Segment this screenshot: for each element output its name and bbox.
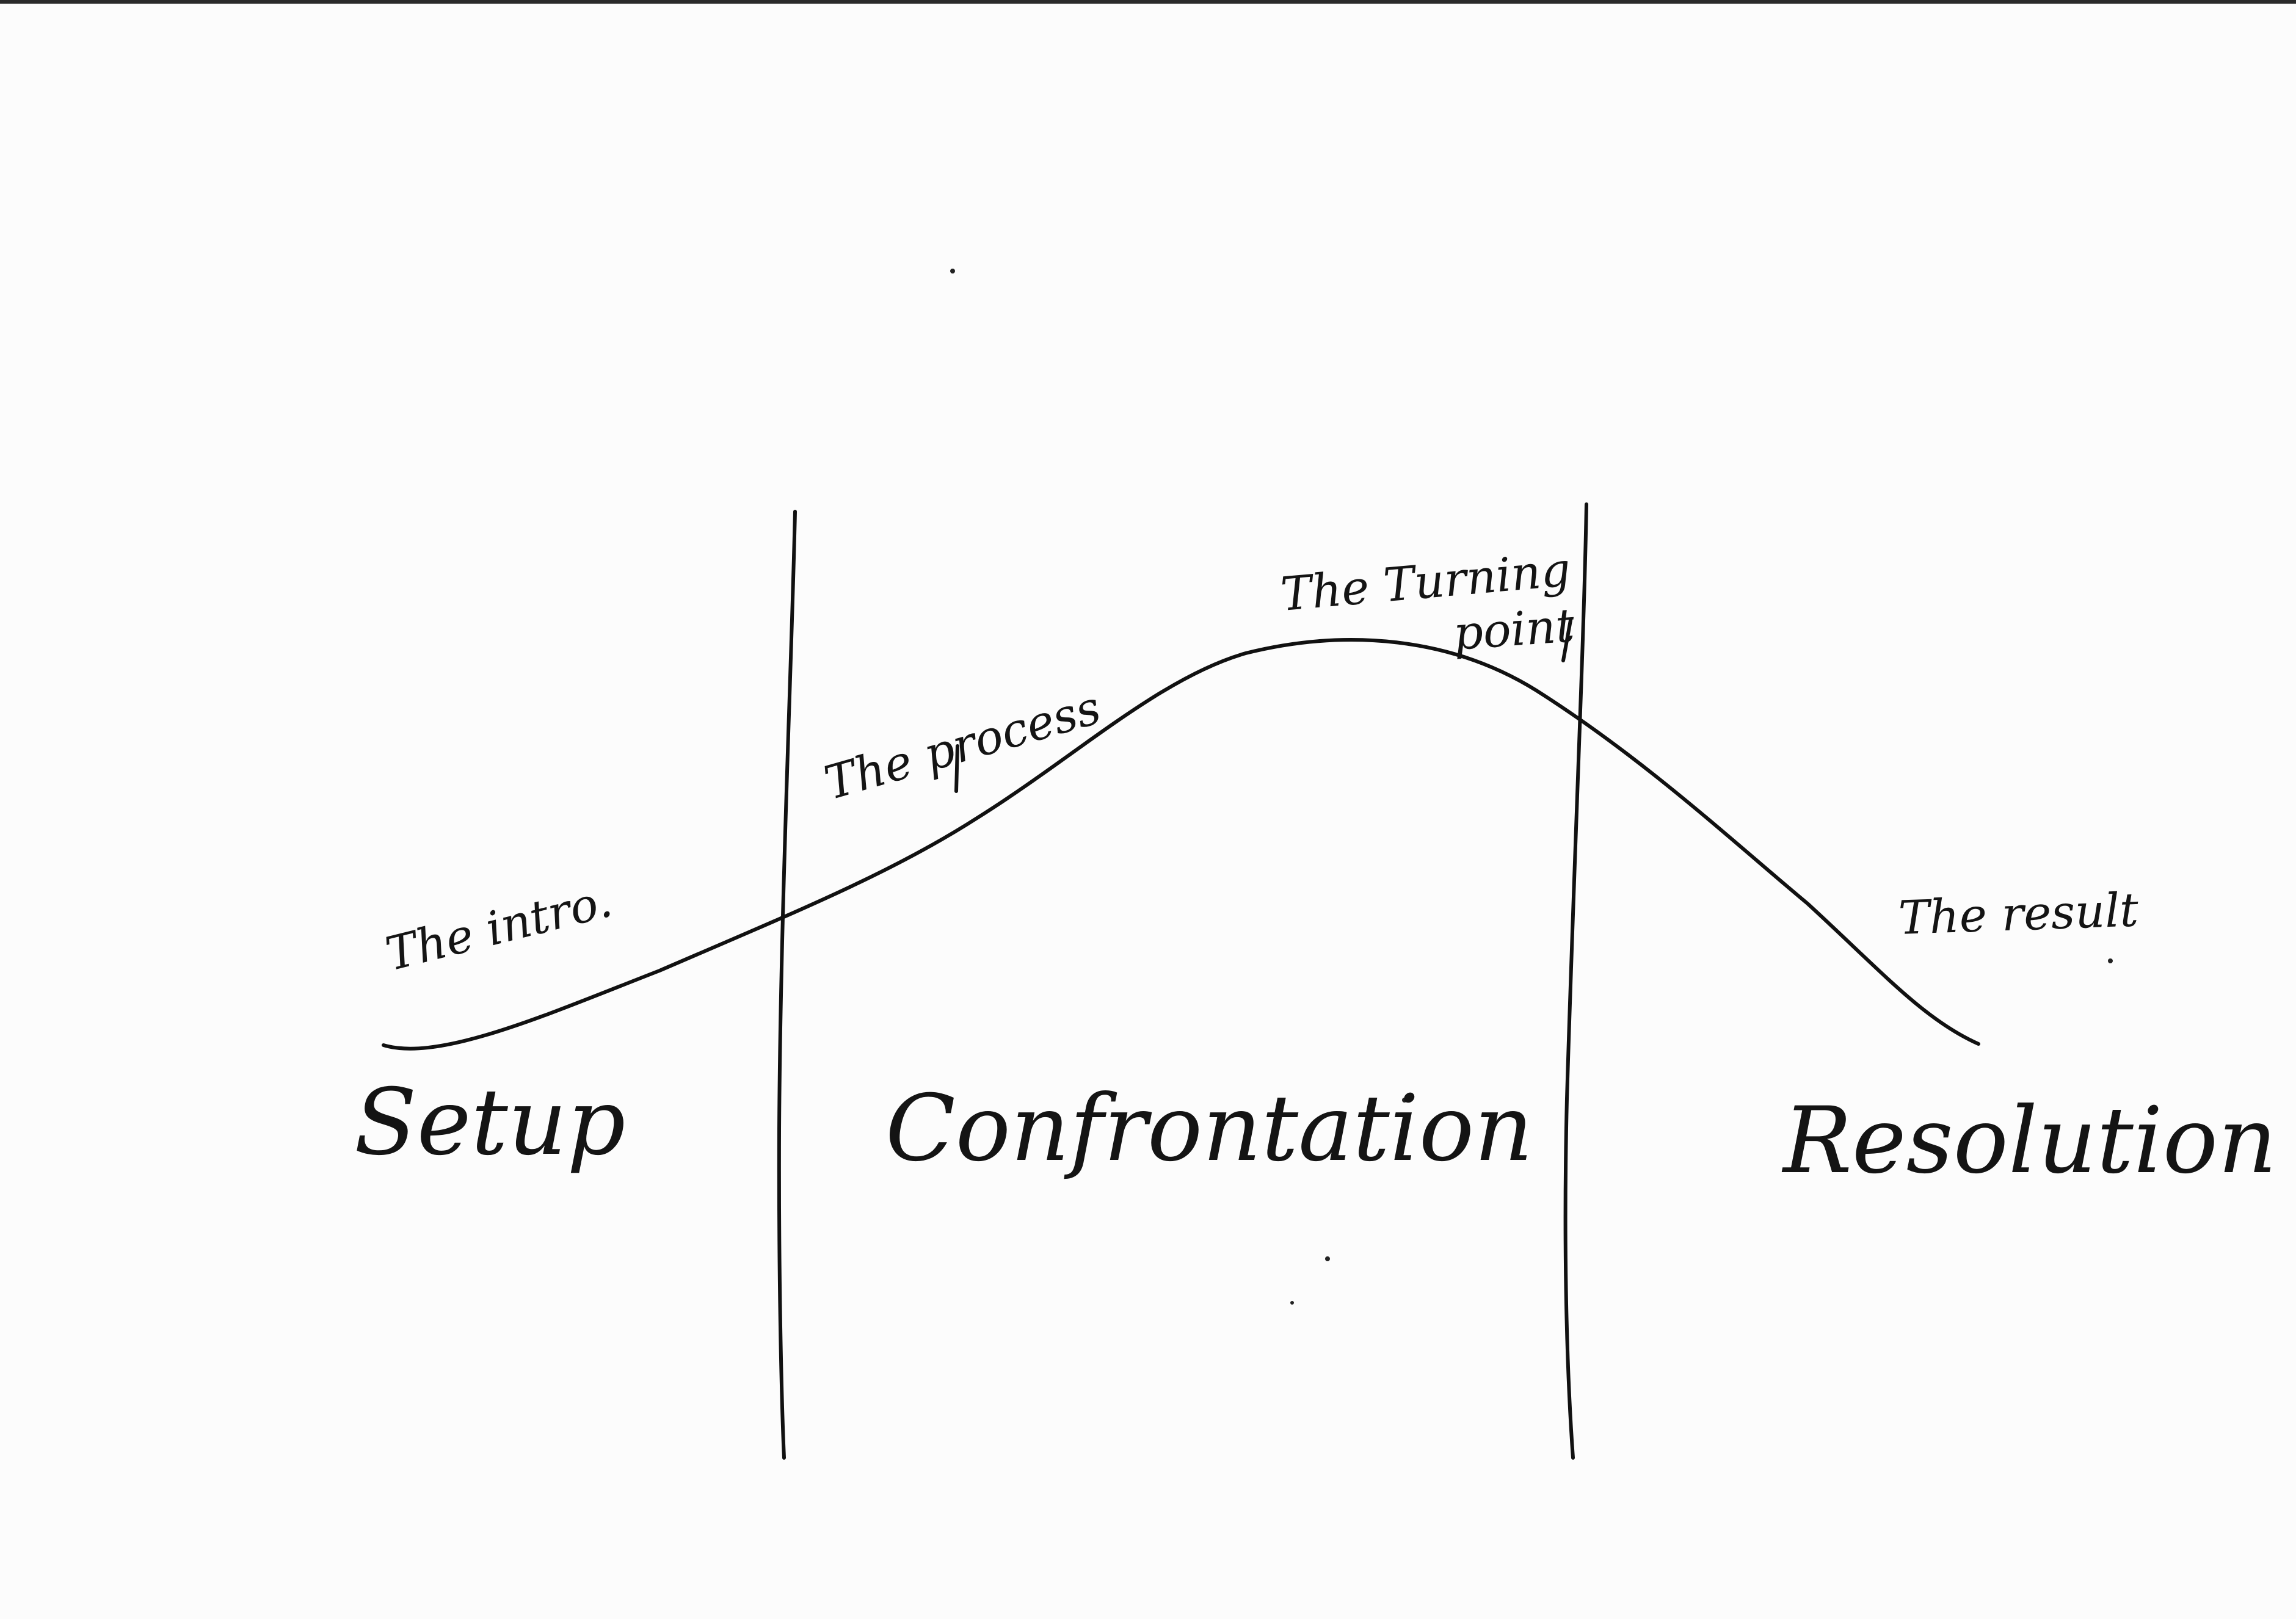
annotation-result: The result [1898,882,2140,945]
ink-dot [1290,1301,1294,1305]
dramatic-arc-curve [382,638,1980,1051]
ink-dot [2108,958,2113,963]
annotation-turning-point-line2: point [1451,598,1576,661]
annotation-intro: The intro. [380,873,617,982]
divider-setup-confrontation [777,510,797,1460]
act-label-resolution: Resolution [1781,1088,2277,1194]
process-tick-mark [954,744,959,793]
divider-confrontation-resolution [1563,502,1588,1460]
act-label-setup: Setup [354,1070,625,1176]
turning-point-bracket [1561,618,1572,662]
ink-dot [1325,1256,1330,1261]
act-label-confrontation: Confrontation [885,1076,1533,1182]
ink-dot [950,269,955,273]
paper-top-edge [0,0,2296,4]
ink-dot [1402,1098,1407,1103]
annotation-process: The process [818,680,1106,811]
